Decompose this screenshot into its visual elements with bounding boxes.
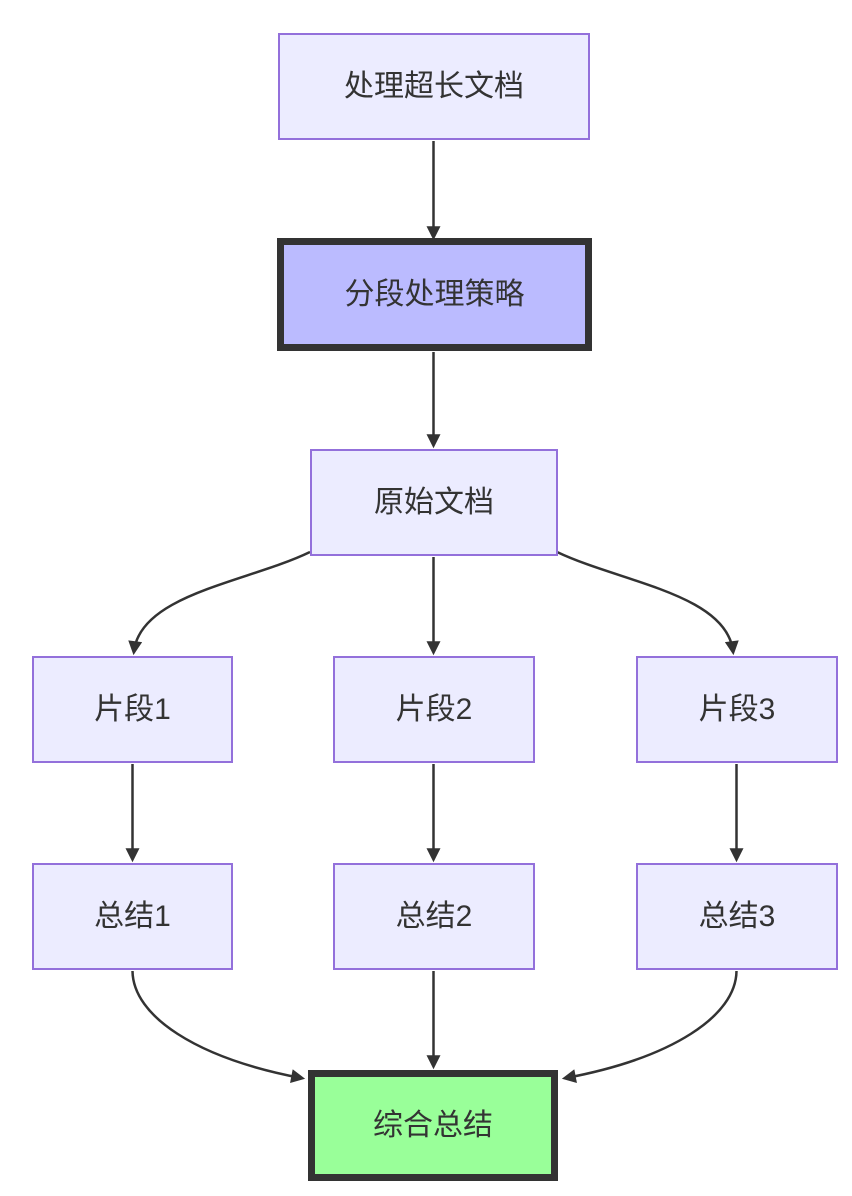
node-label: 综合总结 <box>373 1108 493 1142</box>
node-label: 总结1 <box>94 899 171 933</box>
node-fragment-1: 片段1 <box>32 656 233 763</box>
node-fragment-3: 片段3 <box>636 656 838 763</box>
node-summary-2: 总结2 <box>333 863 535 970</box>
node-summary-1: 总结1 <box>32 863 233 970</box>
node-label: 总结2 <box>395 899 473 933</box>
node-label: 分段处理策略 <box>344 277 525 311</box>
edge-e3-to-f <box>561 970 738 1084</box>
node-label: 原始文档 <box>374 485 494 519</box>
node-fragment-2: 片段2 <box>333 656 535 763</box>
node-label: 片段3 <box>698 692 776 726</box>
edge-c-to-d3 <box>556 550 739 656</box>
node-process-long-document: 处理超长文档 <box>278 33 590 140</box>
node-label: 片段2 <box>395 692 473 726</box>
node-original-document: 原始文档 <box>310 449 558 556</box>
edge-e1-to-f <box>131 970 306 1084</box>
node-label: 总结3 <box>698 899 776 933</box>
node-final-summary: 综合总结 <box>308 1070 558 1181</box>
node-summary-3: 总结3 <box>636 863 838 970</box>
node-segmentation-strategy: 分段处理策略 <box>277 238 592 351</box>
node-label: 处理超长文档 <box>344 69 524 103</box>
node-label: 片段1 <box>94 692 171 726</box>
edge-c-to-d1 <box>128 550 311 656</box>
